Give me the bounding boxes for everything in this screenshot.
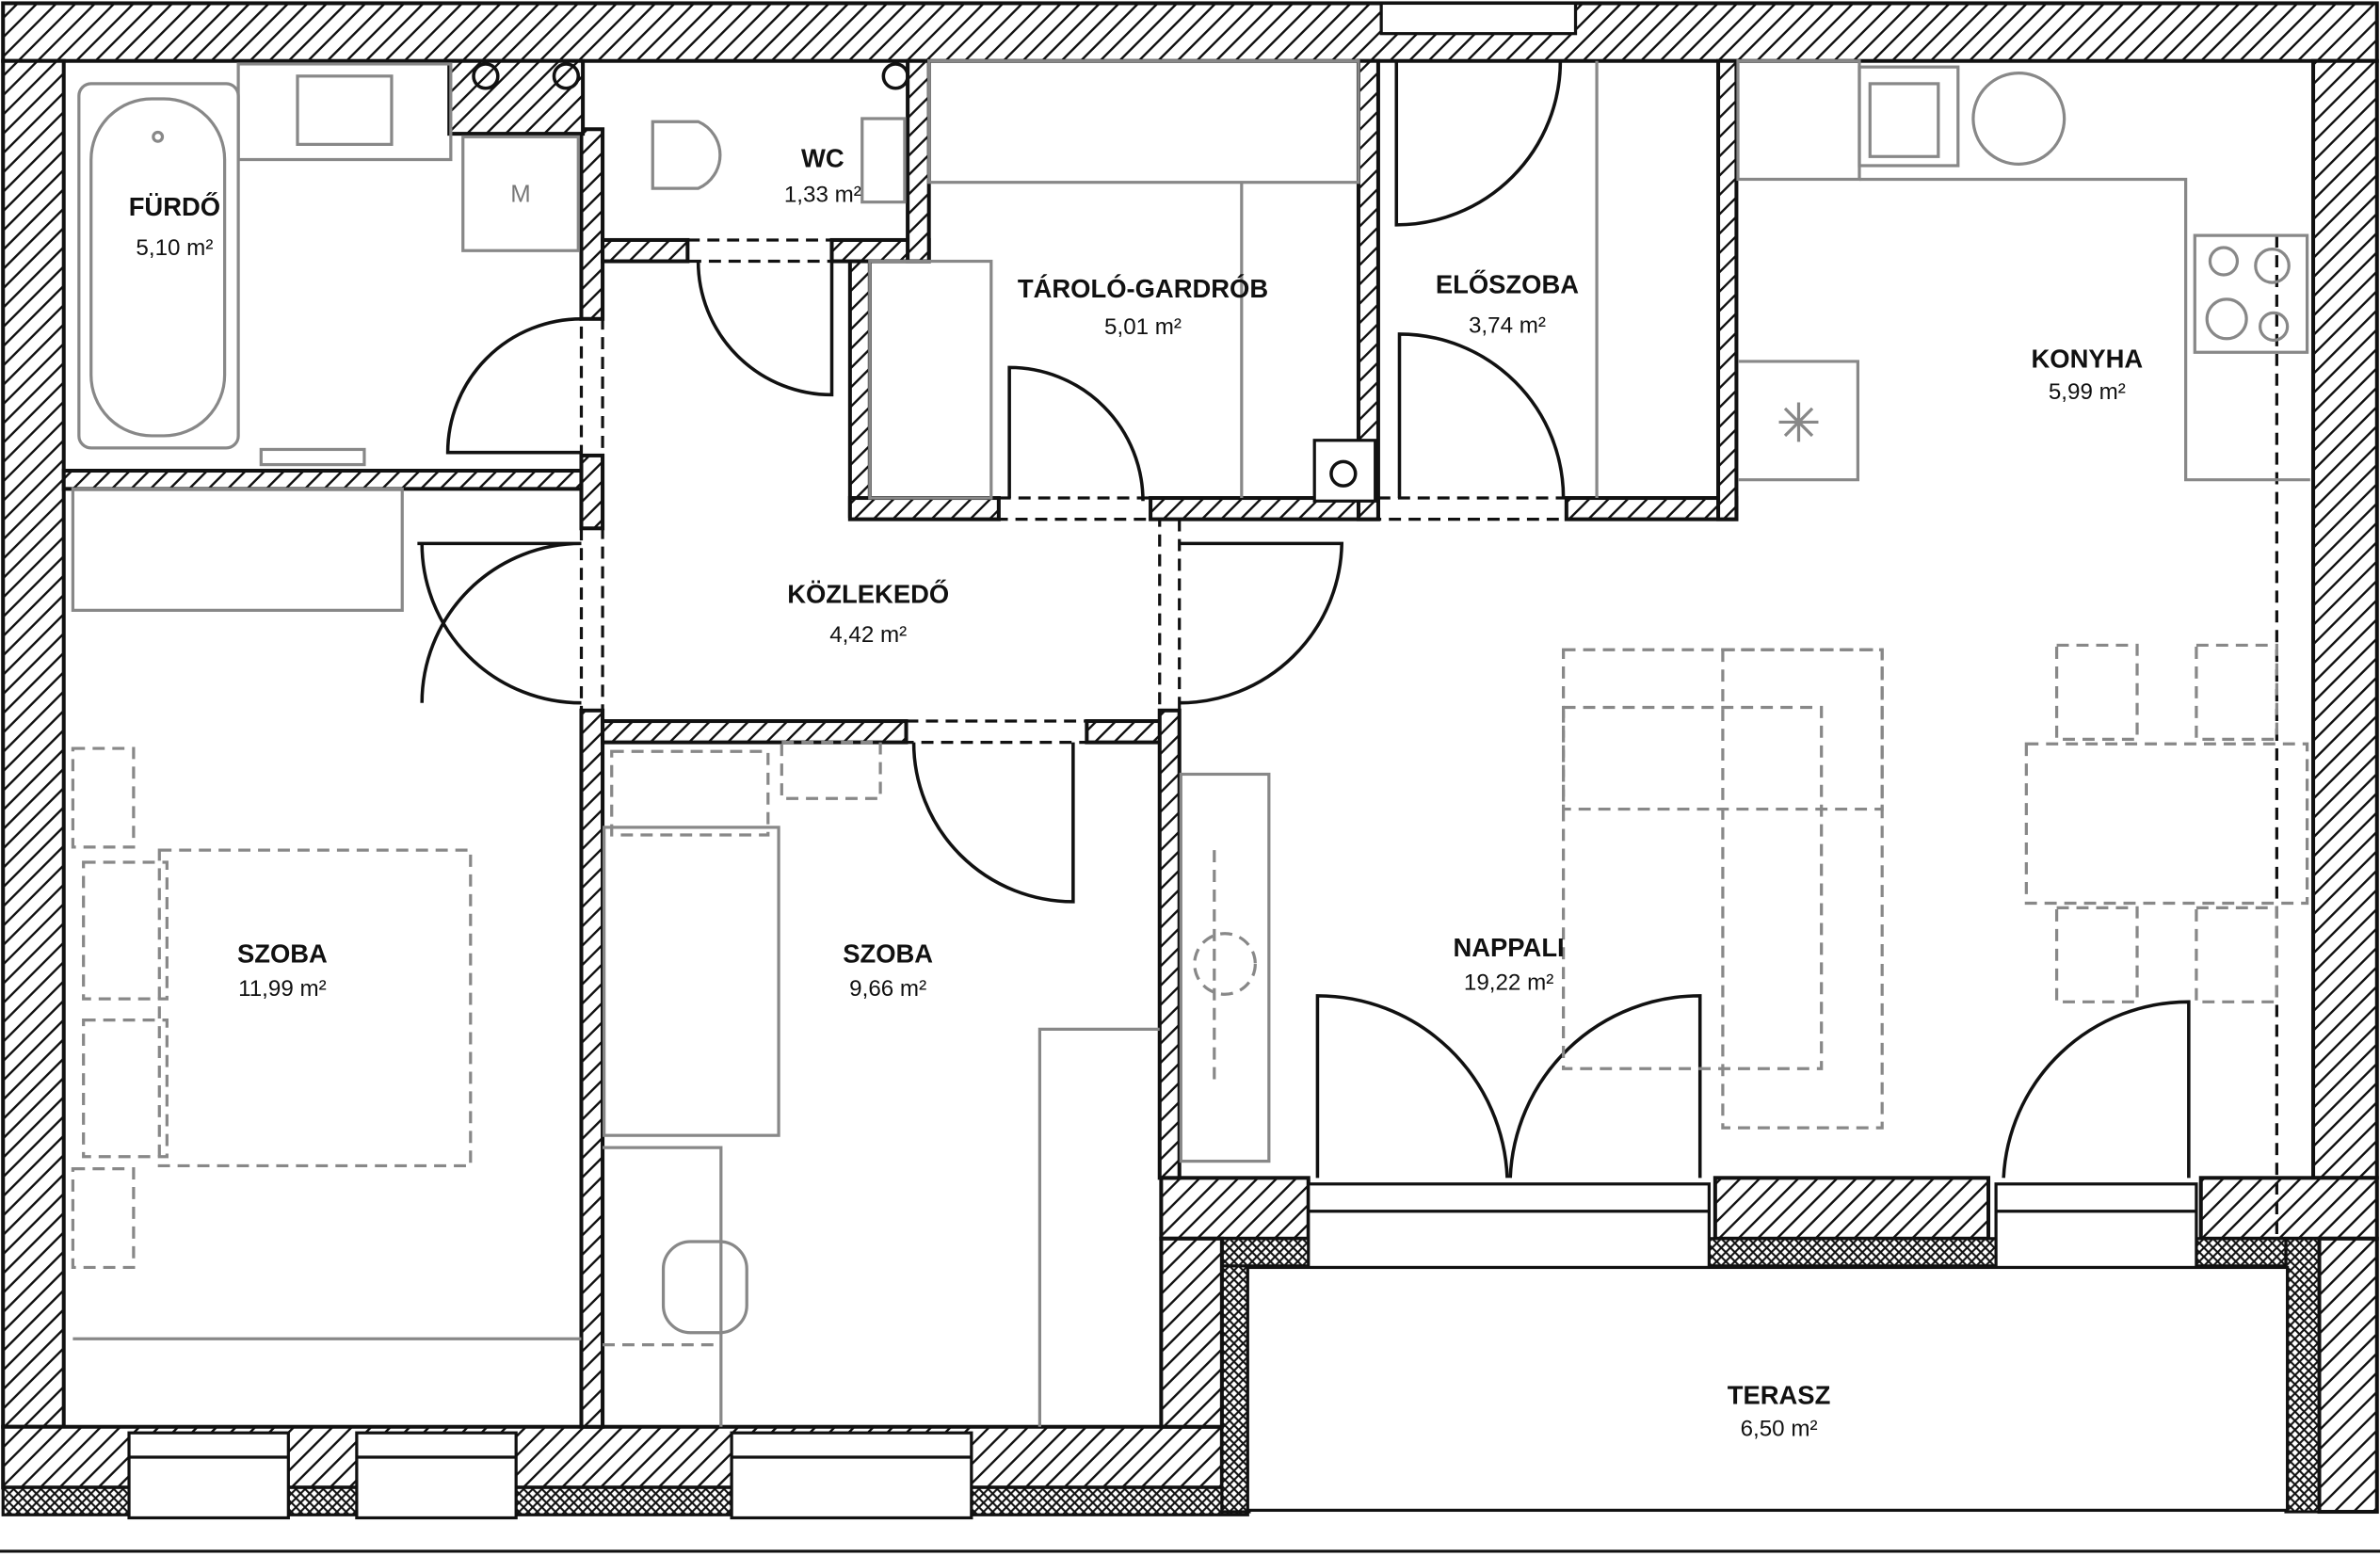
room-name-wc: WC bbox=[801, 144, 844, 173]
stove-icon bbox=[2193, 233, 2309, 354]
room-name-szoba-1: SZOBA bbox=[237, 938, 328, 968]
room-area-wc: 1,33 m² bbox=[784, 183, 861, 208]
room-area-nappali: 19,22 m² bbox=[1464, 970, 1553, 995]
doors bbox=[417, 60, 2191, 1179]
windows bbox=[127, 1182, 2290, 1520]
room-area-furdo: 5,10 m² bbox=[136, 235, 213, 261]
room-area-szoba-2: 9,66 m² bbox=[849, 976, 926, 1002]
sink-icon bbox=[236, 62, 453, 162]
room-name-furdo: FÜRDŐ bbox=[129, 192, 220, 221]
fridge-icon bbox=[1778, 402, 1819, 442]
bathtub-icon bbox=[89, 97, 227, 438]
room-name-terasz: TERASZ bbox=[1728, 1381, 1831, 1410]
chair-icon bbox=[661, 1240, 748, 1335]
room-name-kozlekedo: KÖZLEKEDŐ bbox=[787, 579, 949, 608]
room-area-szoba-1: 11,99 m² bbox=[238, 976, 327, 1002]
furniture: M bbox=[71, 59, 2310, 1427]
room-area-tarolo: 5,01 m² bbox=[1104, 314, 1182, 340]
bed bbox=[157, 848, 473, 1168]
room-name-szoba-2: SZOBA bbox=[843, 938, 933, 968]
room-name-tarolo: TÁROLÓ-GARDRÓB bbox=[1018, 274, 1268, 303]
washer-label: M bbox=[510, 182, 530, 208]
room-name-eloszoba: ELŐSZOBA bbox=[1436, 269, 1579, 298]
door-openings bbox=[579, 235, 2278, 1239]
fan-icon bbox=[1971, 71, 2066, 166]
room-name-konyha: KONYHA bbox=[2031, 344, 2143, 373]
interior-walls bbox=[61, 58, 1739, 1429]
toilet-icon bbox=[651, 120, 722, 190]
room-labels: FÜRDŐ 5,10 m² WC 1,33 m² TÁROLÓ-GARDRÓB … bbox=[129, 144, 2144, 1442]
room-area-kozlekedo: 4,42 m² bbox=[829, 622, 907, 648]
washing-machine bbox=[461, 135, 580, 252]
room-area-terasz: 6,50 m² bbox=[1741, 1416, 1818, 1441]
room-name-nappali: NAPPALI bbox=[1453, 933, 1564, 962]
room-area-konyha: 5,99 m² bbox=[2049, 379, 2126, 405]
room-area-eloszoba: 3,74 m² bbox=[1469, 313, 1546, 338]
dining-table bbox=[2024, 742, 2309, 906]
